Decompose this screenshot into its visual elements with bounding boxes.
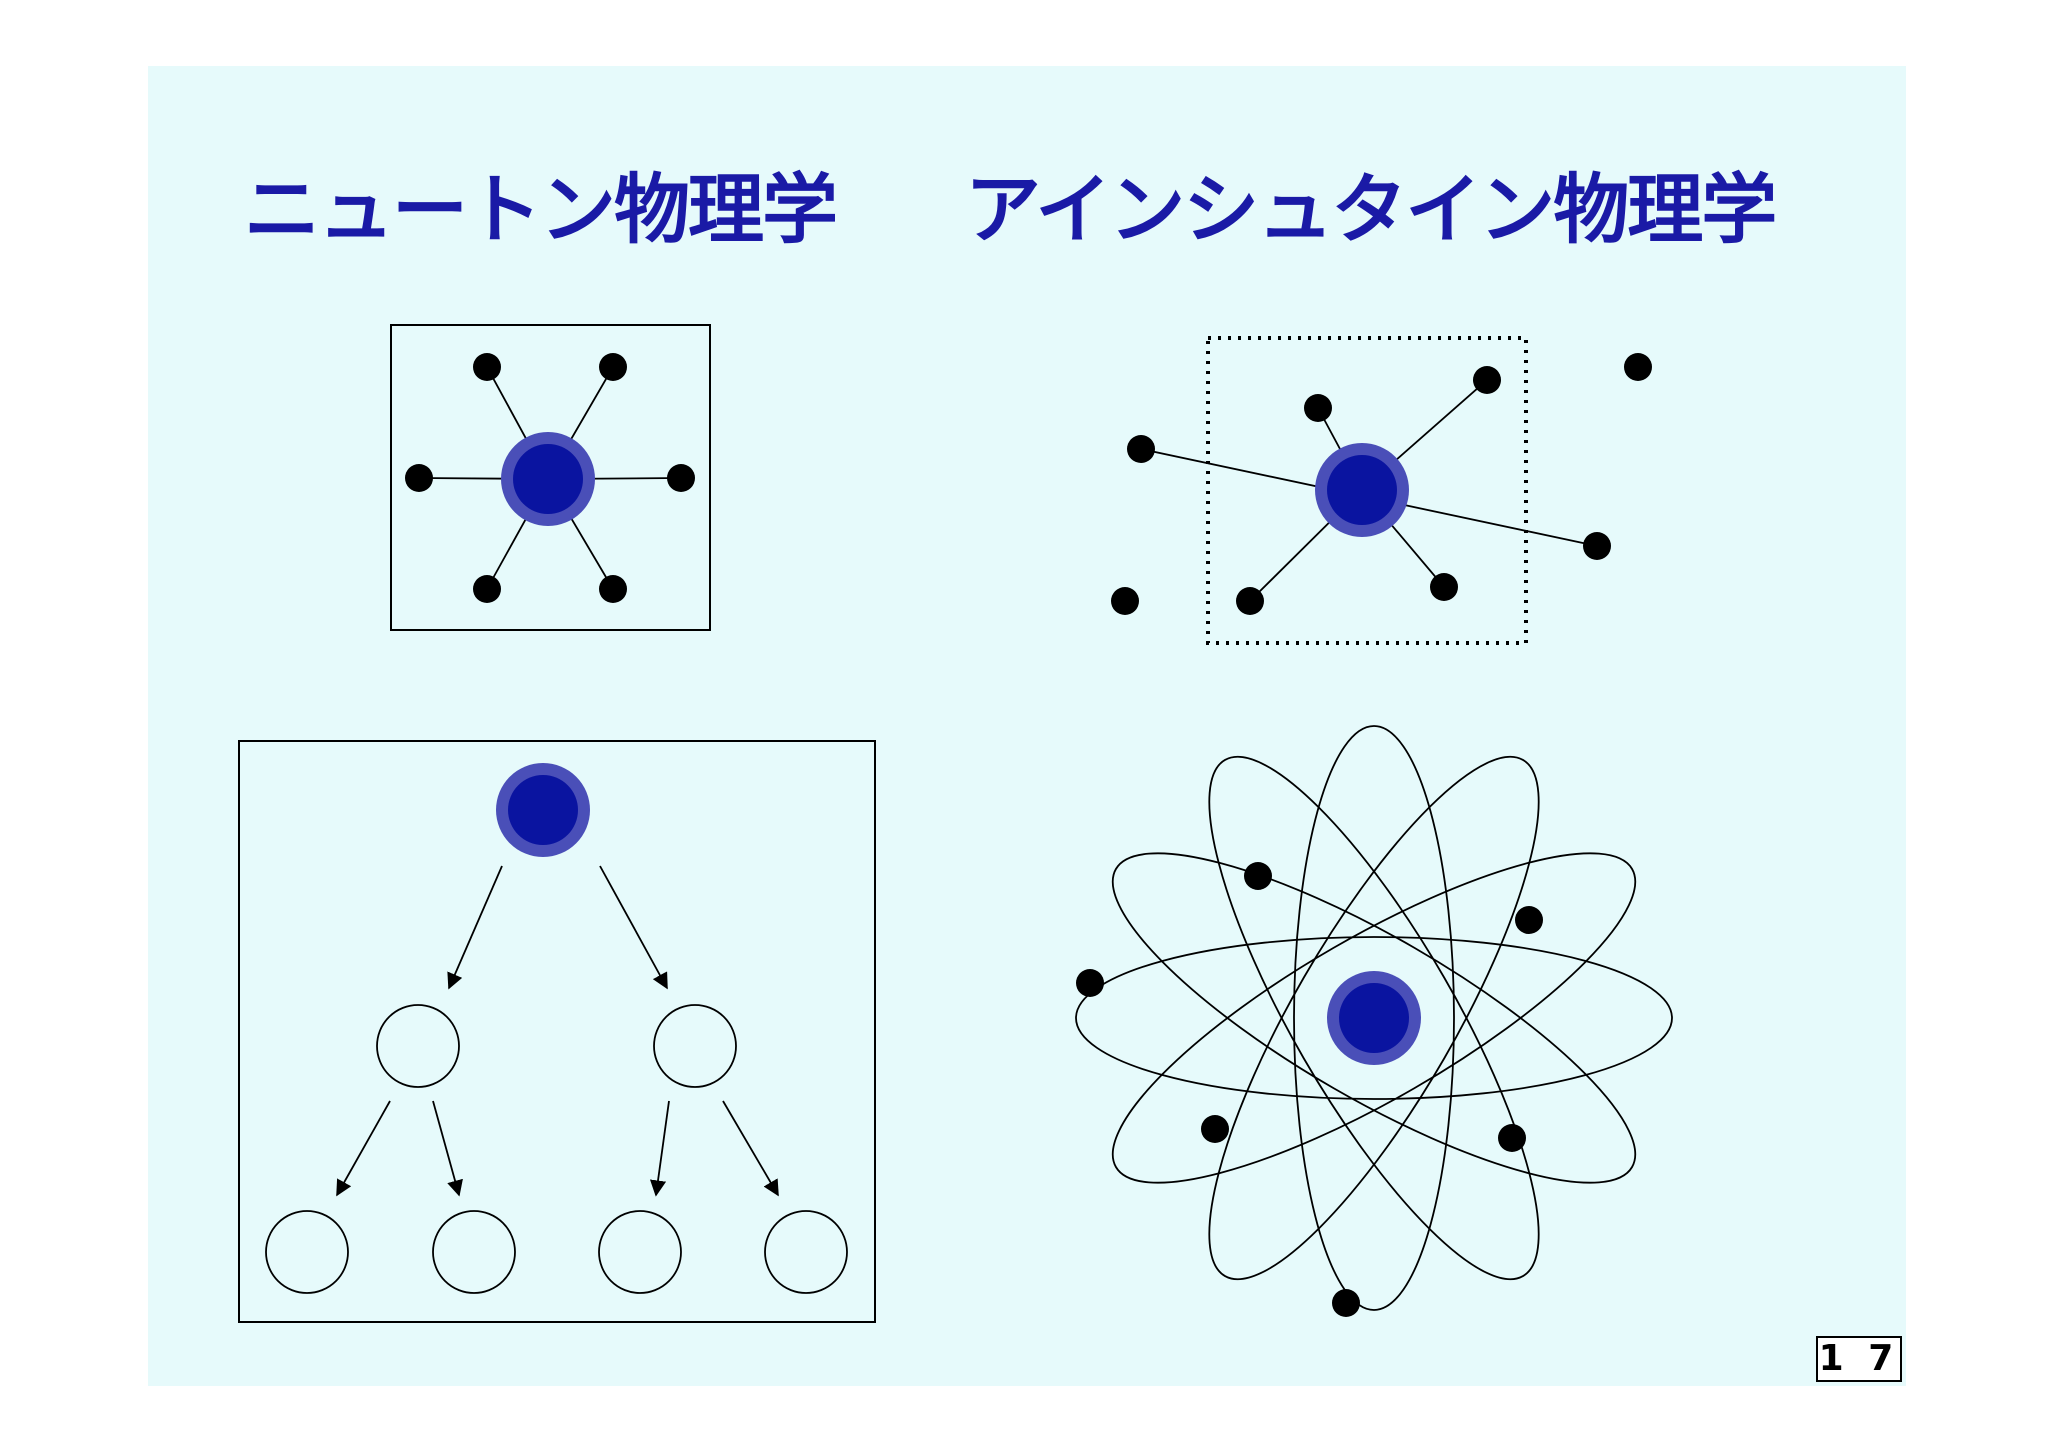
particle — [473, 575, 501, 603]
particle — [1624, 353, 1652, 381]
einstein-particles — [1111, 353, 1652, 615]
newton-star-frame — [390, 324, 711, 631]
particle — [1430, 573, 1458, 601]
arrow — [722, 1100, 779, 1197]
einstein-dotted-frame — [1206, 336, 1528, 645]
orbit — [1075, 936, 1673, 1100]
orbits — [1075, 725, 1673, 1311]
einstein-atom-diagram — [1075, 725, 1673, 1317]
orbit — [1111, 852, 1637, 1184]
tree-node — [432, 1210, 516, 1294]
orbit — [1293, 725, 1455, 1311]
particle — [1583, 532, 1611, 560]
electron — [1244, 862, 1272, 890]
arrow — [599, 865, 668, 990]
arrow — [649, 1100, 670, 1197]
title-einstein-physics: アインシュタイン物理学 — [965, 165, 1777, 254]
particle — [599, 353, 627, 381]
hierarchy-nucleus — [508, 775, 578, 845]
tree-node — [598, 1210, 682, 1294]
particle — [667, 464, 695, 492]
particle — [473, 353, 501, 381]
tree-node — [653, 1004, 737, 1088]
arrow — [447, 865, 503, 990]
newton-hierarchy-diagram — [238, 740, 876, 1323]
slide-background — [148, 66, 1906, 1386]
arrow — [336, 1100, 391, 1197]
electron — [1515, 906, 1543, 934]
orbit — [1208, 755, 1540, 1281]
tree-node — [376, 1004, 460, 1088]
tree-node — [764, 1210, 848, 1294]
electron — [1498, 1124, 1526, 1152]
newton-star-particles — [405, 353, 695, 603]
particle — [1127, 435, 1155, 463]
particle — [599, 575, 627, 603]
hierarchy-arrows — [336, 865, 779, 1197]
einstein-open-diagram — [1111, 336, 1652, 645]
particle — [1111, 587, 1139, 615]
electron — [1201, 1115, 1229, 1143]
particle — [405, 464, 433, 492]
newton-star-diagram — [390, 324, 711, 631]
particle — [1304, 394, 1332, 422]
atom-nucleus — [1339, 983, 1409, 1053]
electrons — [1076, 862, 1543, 1317]
arrow — [432, 1100, 463, 1197]
hierarchy-frame — [238, 740, 876, 1323]
page-number: 1 7 — [1816, 1336, 1902, 1382]
electron — [1076, 969, 1104, 997]
newton-nucleus — [513, 444, 583, 514]
tree-node — [265, 1210, 349, 1294]
einstein-nucleus — [1327, 455, 1397, 525]
orbit — [1208, 755, 1540, 1281]
orbit — [1111, 852, 1637, 1184]
electron — [1332, 1289, 1360, 1317]
particle — [1236, 587, 1264, 615]
hierarchy-nodes — [265, 1004, 848, 1294]
title-newton-physics: ニュートン物理学 — [244, 165, 838, 254]
particle — [1473, 366, 1501, 394]
